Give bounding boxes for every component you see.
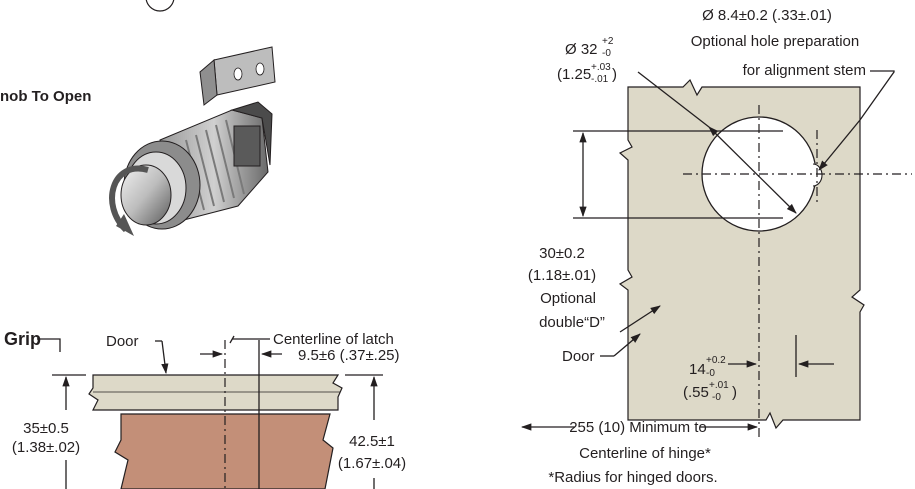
stem-hole-note-1: Optional hole preparation	[691, 33, 859, 50]
bore-in-minus: -.01	[591, 74, 609, 85]
bore-tol-minus: -0	[602, 48, 611, 59]
offset-mm: 14	[689, 361, 706, 378]
offset-tol-plus: +0.2	[706, 355, 726, 366]
stem-hole-dim: Ø 8.4±0.2 (.33±.01)	[702, 7, 832, 24]
flat-dim-in: (1.18±.01)	[528, 267, 596, 284]
hinge-note-1: 255 (10) Minimum to	[569, 419, 707, 436]
turn-knob-label: nob To Open	[0, 88, 91, 105]
centerline-label: Centerline of latch	[273, 331, 394, 348]
latch-body-section	[114, 413, 334, 489]
knob	[120, 140, 201, 230]
offset-in-plus: +.01	[709, 380, 729, 391]
flat-dim-mm: 30±0.2	[539, 245, 585, 262]
body-dim-mm: 42.5±1	[349, 433, 395, 450]
grip-section	[37, 335, 383, 489]
body-dim-in: (1.67±.04)	[338, 455, 406, 472]
door-label-right: Door	[562, 348, 595, 365]
hole-prep-drawing	[520, 70, 912, 440]
height-dim-mm: 35±0.5	[23, 420, 69, 437]
stem-hole-note-2: for alignment stem	[743, 62, 866, 79]
hinge-footnote: *Radius for hinged doors.	[548, 469, 717, 486]
offset-dim: 9.5±6 (.37±.25)	[298, 347, 400, 364]
grip-label: Grip	[4, 329, 41, 349]
offset-tol-minus: -0	[706, 368, 715, 379]
flat-note-2: double“D”	[539, 314, 605, 331]
bore-in-plus: +.03	[591, 62, 611, 73]
height-dim-in: (1.38±.02)	[12, 439, 80, 456]
door-panel	[88, 374, 343, 411]
mounting-bracket	[199, 46, 276, 106]
bore-in-close: )	[612, 66, 617, 83]
offset-in-open: (.55	[683, 384, 709, 401]
door-label-left: Door	[106, 333, 139, 350]
bore-in-open: (1.25	[557, 66, 591, 83]
hinge-note-2: Centerline of hinge*	[579, 445, 711, 462]
offset-in-minus: -0	[712, 392, 721, 403]
flat-note-1: Optional	[540, 290, 596, 307]
latch-illustration	[109, 0, 276, 236]
offset-in-close: )	[732, 384, 737, 401]
bore-dim: Ø 32	[565, 41, 598, 58]
step-marker-circle	[145, 0, 175, 12]
bore-tol-plus: +2	[602, 36, 614, 47]
